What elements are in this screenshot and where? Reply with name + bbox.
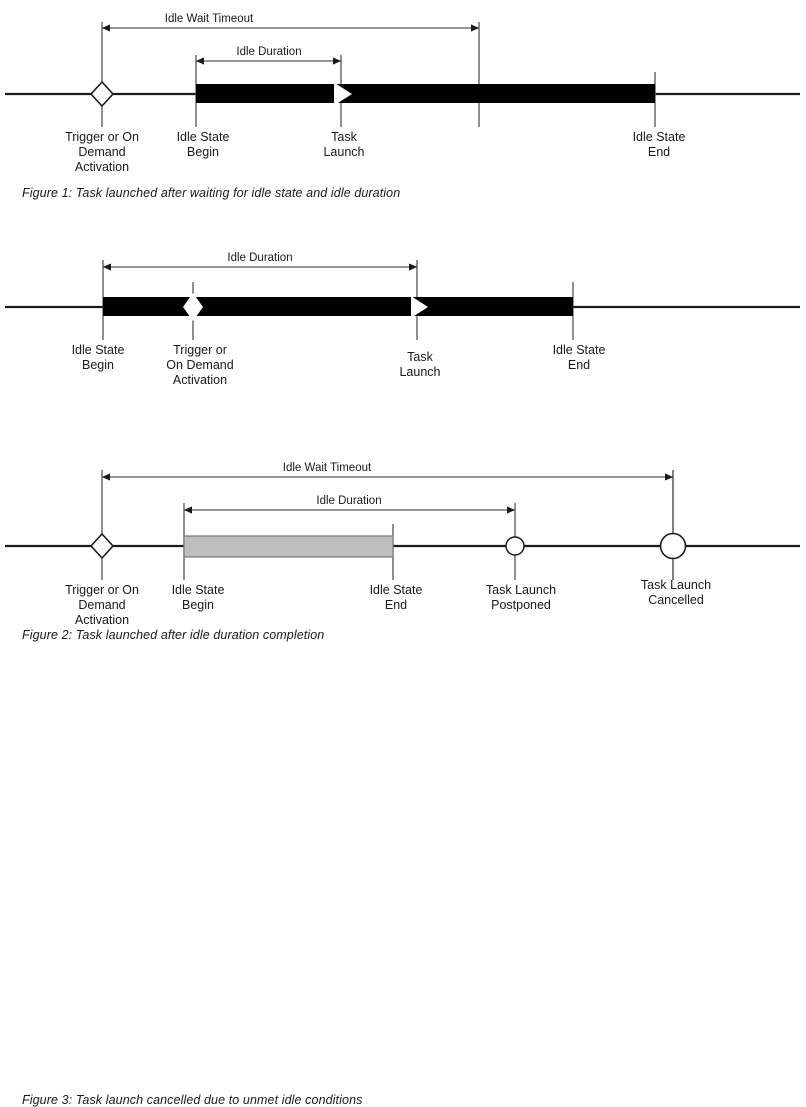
dimension-idle-duration: Idle Duration [184, 494, 515, 514]
dimension-idle-wait-timeout: Idle Wait Timeout [102, 461, 673, 481]
task-launch-cancelled-circle-marker [659, 532, 687, 560]
svg-text:Launch: Launch [399, 365, 440, 379]
svg-text:Trigger or: Trigger or [173, 343, 227, 357]
svg-text:Begin: Begin [187, 145, 219, 159]
svg-text:Begin: Begin [82, 358, 114, 372]
trigger-activation-diamond-marker [183, 293, 203, 321]
idle-state-bar [183, 535, 394, 558]
svg-text:Postponed: Postponed [491, 598, 551, 612]
task-launch-postponed-circle-marker [505, 536, 525, 556]
svg-text:End: End [648, 145, 670, 159]
figure-2-diagram: Idle Duration Idle State Begin Trigger o… [0, 230, 806, 642]
svg-text:Begin: Begin [182, 598, 214, 612]
trigger-activation-diamond-marker [89, 532, 115, 560]
event-label-task-launch-postponed: Task Launch Postponed [486, 583, 556, 612]
dimension-label-idle-duration: Idle Duration [316, 495, 381, 507]
event-label-idle-state-begin: Idle State Begin [72, 343, 125, 372]
event-label-trigger-activation: Trigger or On Demand Activation [65, 130, 139, 174]
svg-text:Launch: Launch [323, 145, 364, 159]
svg-text:Task Launch: Task Launch [486, 583, 556, 597]
svg-text:Demand: Demand [78, 598, 125, 612]
svg-text:Idle State: Idle State [72, 343, 125, 357]
svg-text:Idle State: Idle State [177, 130, 230, 144]
svg-text:Activation: Activation [75, 613, 129, 627]
figure-1-diagram: Idle Wait Timeout Idle Duration Trigger … [0, 0, 806, 215]
dimension-idle-wait-timeout: Idle Wait Timeout [102, 12, 479, 32]
svg-text:Task: Task [407, 350, 433, 364]
trigger-activation-diamond-marker [89, 80, 115, 108]
event-label-idle-state-end: Idle State End [633, 130, 686, 159]
svg-text:Idle State: Idle State [633, 130, 686, 144]
svg-text:Demand: Demand [78, 145, 125, 159]
svg-text:Trigger or On: Trigger or On [65, 583, 139, 597]
svg-text:Task: Task [331, 130, 357, 144]
svg-text:Idle State: Idle State [172, 583, 225, 597]
svg-text:End: End [568, 358, 590, 372]
svg-text:Activation: Activation [173, 373, 227, 387]
event-label-idle-state-end: Idle State End [553, 343, 606, 372]
event-label-idle-state-begin: Idle State Begin [172, 583, 225, 612]
figure-3-svg: Idle Wait Timeout Idle Duration Trigger … [5, 461, 800, 627]
svg-text:End: End [385, 598, 407, 612]
figure-1-svg: Idle Wait Timeout Idle Duration Trigger … [5, 12, 800, 174]
event-label-idle-state-begin: Idle State Begin [177, 130, 230, 159]
svg-text:Trigger or On: Trigger or On [65, 130, 139, 144]
event-label-trigger-activation: Trigger or On Demand Activation [65, 583, 139, 627]
dimension-label-idle-wait-timeout: Idle Wait Timeout [283, 462, 372, 474]
svg-text:Cancelled: Cancelled [648, 593, 704, 607]
event-label-task-launch: Task Launch [323, 130, 364, 159]
svg-text:On Demand: On Demand [166, 358, 233, 372]
svg-text:Activation: Activation [75, 160, 129, 174]
idle-state-bar [103, 297, 573, 316]
svg-text:Task Launch: Task Launch [641, 578, 711, 592]
figure-2-svg: Idle Duration Idle State Begin Trigger o… [5, 251, 800, 387]
dimension-idle-duration: Idle Duration [103, 251, 417, 271]
figure-1-caption: Figure 1: Task launched after waiting fo… [22, 186, 401, 200]
event-label-idle-state-end: Idle State End [370, 583, 423, 612]
event-label-trigger-activation: Trigger or On Demand Activation [166, 343, 233, 387]
idle-state-bar [196, 84, 655, 103]
task-launch-triangle-marker [334, 82, 352, 106]
dimension-label-idle-duration: Idle Duration [227, 252, 292, 264]
dimension-label-idle-wait-timeout: Idle Wait Timeout [165, 13, 254, 25]
figure-3-diagram: Idle Wait Timeout Idle Duration Trigger … [0, 448, 806, 1107]
dimension-label-idle-duration: Idle Duration [236, 46, 301, 58]
event-label-task-launch: Task Launch [399, 350, 440, 379]
task-launch-triangle-marker [411, 296, 428, 318]
svg-text:Idle State: Idle State [370, 583, 423, 597]
dimension-idle-duration: Idle Duration [196, 45, 341, 65]
figure-3-caption: Figure 3: Task launch cancelled due to u… [22, 1093, 363, 1107]
event-label-task-launch-cancelled: Task Launch Cancelled [641, 578, 711, 607]
svg-text:Idle State: Idle State [553, 343, 606, 357]
figure-2-caption: Figure 2: Task launched after idle durat… [22, 628, 325, 642]
